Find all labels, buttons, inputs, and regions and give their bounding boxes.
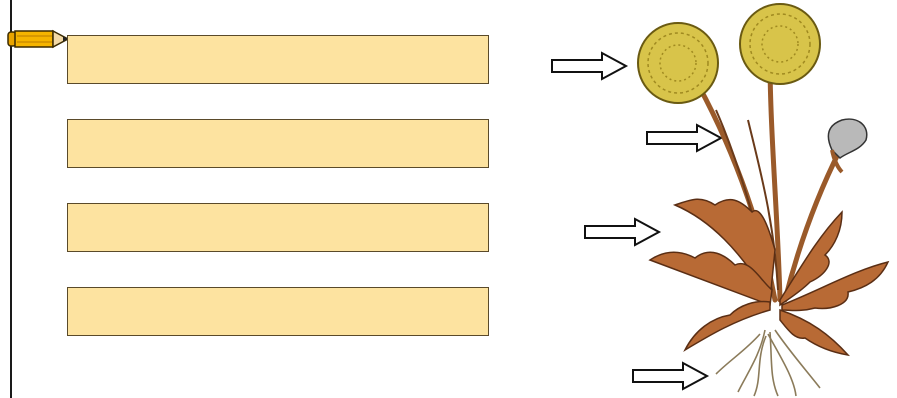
margin-line [10, 0, 12, 398]
answer-box-2[interactable] [67, 119, 489, 168]
dandelion-plant-illustration [637, 3, 890, 397]
arrow-right-icon [584, 217, 662, 247]
roots [715, 329, 821, 397]
answer-box-4[interactable] [67, 287, 489, 336]
arrow-right-icon [632, 361, 710, 391]
answer-box-1[interactable] [67, 35, 489, 84]
flower-head [637, 22, 719, 104]
pencil-icon [7, 29, 70, 49]
arrow-right-icon [551, 51, 629, 81]
answer-box-3[interactable] [67, 203, 489, 252]
bud [827, 118, 868, 174]
leaves [648, 198, 890, 357]
flower-head [739, 3, 821, 85]
arrow-right-icon [646, 123, 724, 153]
